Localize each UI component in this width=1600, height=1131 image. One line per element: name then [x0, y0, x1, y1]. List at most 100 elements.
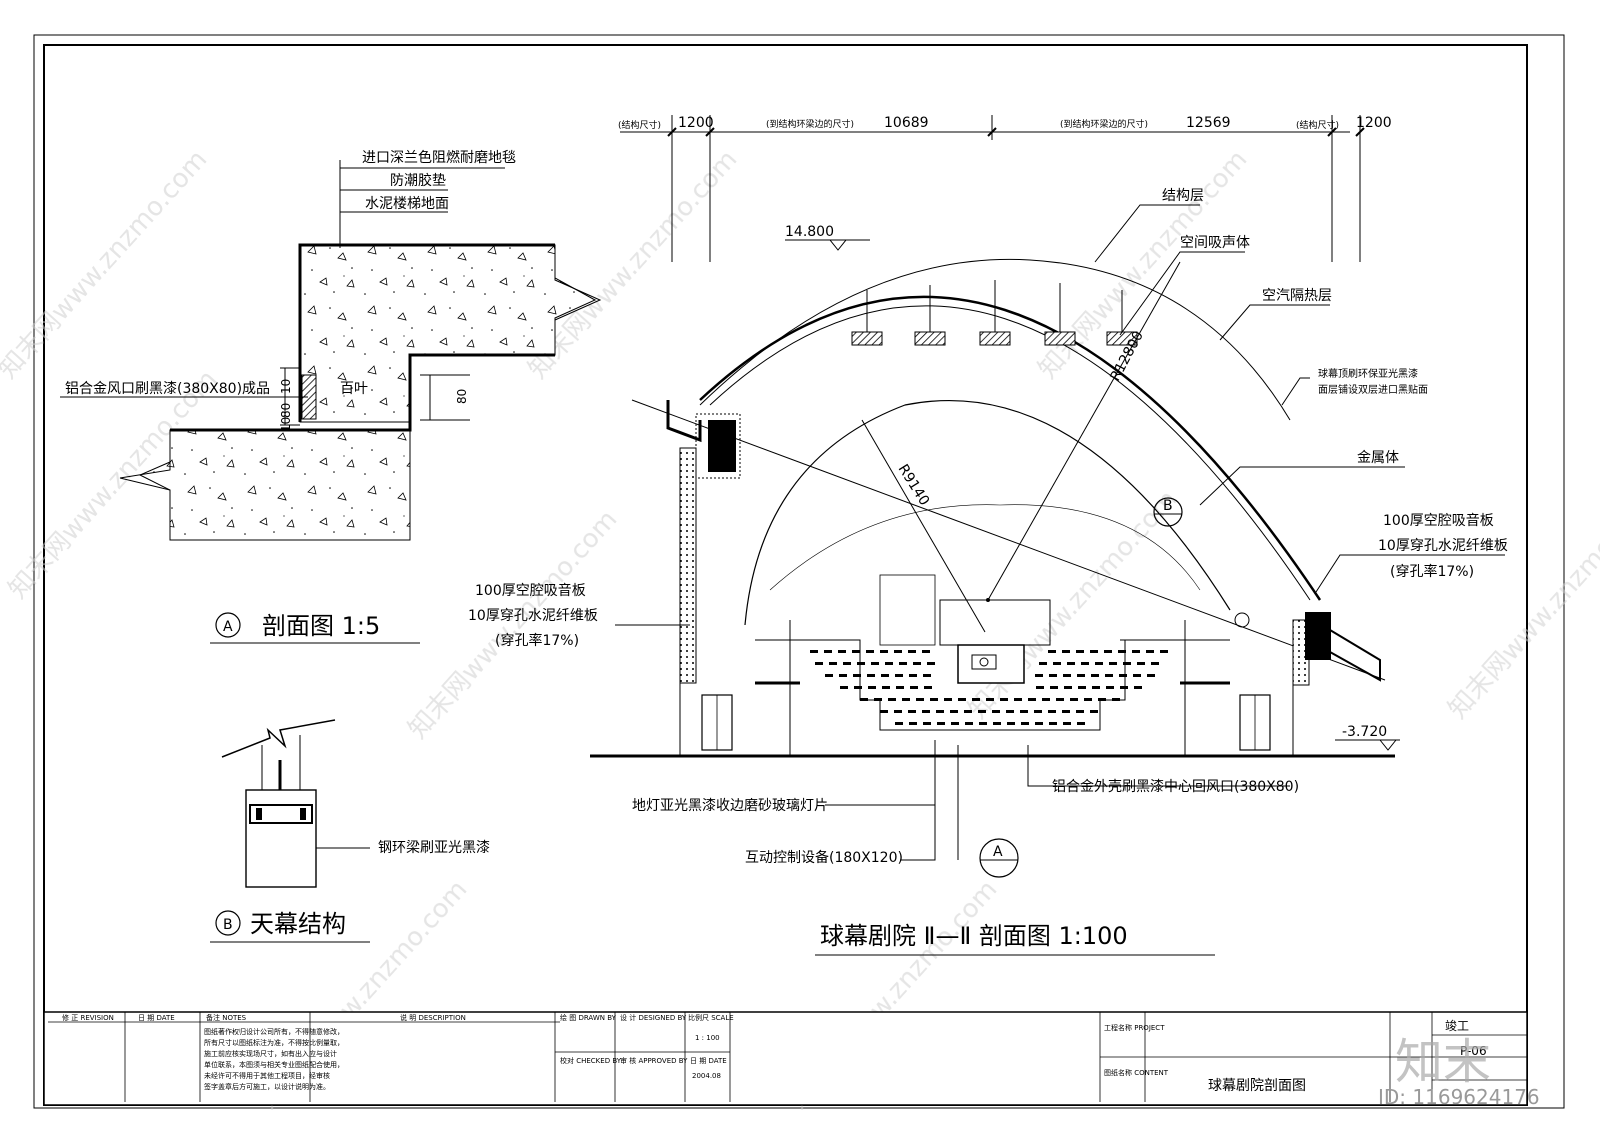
tb-checked-by: 校对 CHECKED BY	[560, 1056, 622, 1065]
seat	[992, 710, 1000, 713]
title-block: 修 正 REVISION 日 期 DATE 备注 NOTES 说 明 DESCR…	[43, 1011, 1540, 1109]
dimension-chain	[620, 115, 1365, 262]
seat	[913, 662, 921, 665]
left-gutter	[666, 400, 702, 443]
marker-b-circle	[1153, 497, 1183, 527]
seat	[824, 650, 832, 653]
seat	[860, 698, 868, 701]
tb-revision: 修 正 REVISION	[62, 1013, 114, 1022]
seat	[1120, 686, 1128, 689]
seat	[1048, 710, 1056, 713]
tb-note-line: 图纸著作权归设计公司所有，不得随意修改，	[204, 1027, 344, 1036]
seat	[1039, 662, 1047, 665]
seat	[1035, 722, 1043, 725]
seat	[1098, 698, 1106, 701]
seat	[1106, 686, 1114, 689]
marker-a-circle	[979, 838, 1019, 878]
seat	[923, 722, 931, 725]
seat	[829, 662, 837, 665]
seat	[894, 710, 902, 713]
label-panel-right: 100厚空腔吸音板	[1383, 512, 1494, 529]
watermark-text: 知末网www.znzmo.com	[963, 485, 1183, 725]
label-metal: 金属体	[1357, 450, 1399, 466]
label-panel-right: (穿孔率17%)	[1390, 563, 1474, 580]
seat	[1132, 650, 1140, 653]
seat	[882, 686, 890, 689]
seat	[965, 722, 973, 725]
seat	[1048, 650, 1056, 653]
seating-rake	[800, 639, 1180, 731]
seat	[866, 650, 874, 653]
seat	[944, 698, 952, 701]
seat	[1160, 650, 1168, 653]
seat	[867, 674, 875, 677]
tb-sheet-no: P-06	[1460, 1044, 1487, 1058]
seat	[1077, 674, 1085, 677]
detail-b: 钢环梁刷亚光黑漆 B 天幕结构	[210, 719, 490, 943]
seat	[896, 686, 904, 689]
seat	[1123, 662, 1131, 665]
detail-b-title: 天幕结构	[250, 910, 346, 938]
dim-label: (结构尺寸)	[618, 119, 661, 131]
seat	[852, 650, 860, 653]
seat	[958, 698, 966, 701]
tb-note-line: 所有尺寸以图纸标注为准，不得按比例量取，	[204, 1038, 344, 1047]
dome-inner-arc	[709, 305, 1311, 601]
label-panel-right: 10厚穿孔水泥纤维板	[1378, 538, 1508, 554]
tb-note-line: 施工前应核实现场尺寸，如有出入应与设计	[204, 1049, 337, 1058]
seat	[1020, 710, 1028, 713]
seat	[950, 710, 958, 713]
seat	[936, 710, 944, 713]
screen-inner-arc	[769, 504, 1201, 591]
stair-lower-mass	[138, 429, 411, 541]
layer-label: 水泥楼梯地面	[365, 196, 449, 212]
seat	[843, 662, 851, 665]
dim-text: 10	[279, 379, 293, 394]
tb-content-value: 球幕剧院剖面图	[1208, 1078, 1306, 1094]
tb-scale-value: 1 : 100	[695, 1034, 720, 1042]
dim-value: 1200	[1356, 115, 1392, 131]
seat	[1062, 710, 1070, 713]
label-panel-left: 100厚空腔吸音板	[475, 582, 586, 599]
seat	[1151, 662, 1159, 665]
dim-value: 1200	[678, 115, 714, 131]
seat	[1105, 674, 1113, 677]
sound-absorbers	[851, 280, 1138, 346]
seat	[888, 698, 896, 701]
seat	[937, 722, 945, 725]
seat	[902, 698, 910, 701]
level-bottom: -3.720	[1342, 724, 1387, 740]
seat	[894, 650, 902, 653]
seat	[1076, 710, 1084, 713]
seat	[1109, 662, 1117, 665]
watermark-text: 知末网www.znzmo.com	[1033, 145, 1253, 385]
seat	[978, 710, 986, 713]
seat	[930, 698, 938, 701]
seat	[1014, 698, 1022, 701]
tb-note-line: 签字盖章后方可施工，以设计说明为准。	[204, 1082, 330, 1091]
tb-content-label: 图纸名称 CONTENT	[1104, 1068, 1169, 1077]
seat	[1000, 698, 1008, 701]
seat	[881, 674, 889, 677]
tb-note-line: 未经许可不得用于其他工程项目，经审核	[204, 1071, 330, 1080]
seat	[880, 710, 888, 713]
dim-value: 12569	[1186, 115, 1231, 131]
seat	[1119, 674, 1127, 677]
layer-label: 进口深兰色阻燃耐磨地毯	[362, 149, 516, 166]
seat	[825, 674, 833, 677]
seat	[1007, 722, 1015, 725]
tb-project-label: 工程名称 PROJECT	[1104, 1023, 1165, 1032]
seat	[840, 686, 848, 689]
marker-b: B	[1163, 498, 1173, 514]
seat	[854, 686, 862, 689]
seat	[979, 722, 987, 725]
tb-approved-by: 审 核 APPROVED BY	[620, 1056, 688, 1065]
detail-a-letter: A	[223, 619, 233, 635]
label-floor-light: 地灯亚光黑漆收边磨砂玻璃灯片	[632, 797, 828, 814]
seat	[1084, 698, 1092, 701]
dim-label: (到结构环梁边的尺寸)	[766, 118, 854, 130]
marker-a: A	[993, 844, 1003, 860]
seat	[909, 722, 917, 725]
label-panel-left: 10厚穿孔水泥纤维板	[468, 608, 598, 624]
